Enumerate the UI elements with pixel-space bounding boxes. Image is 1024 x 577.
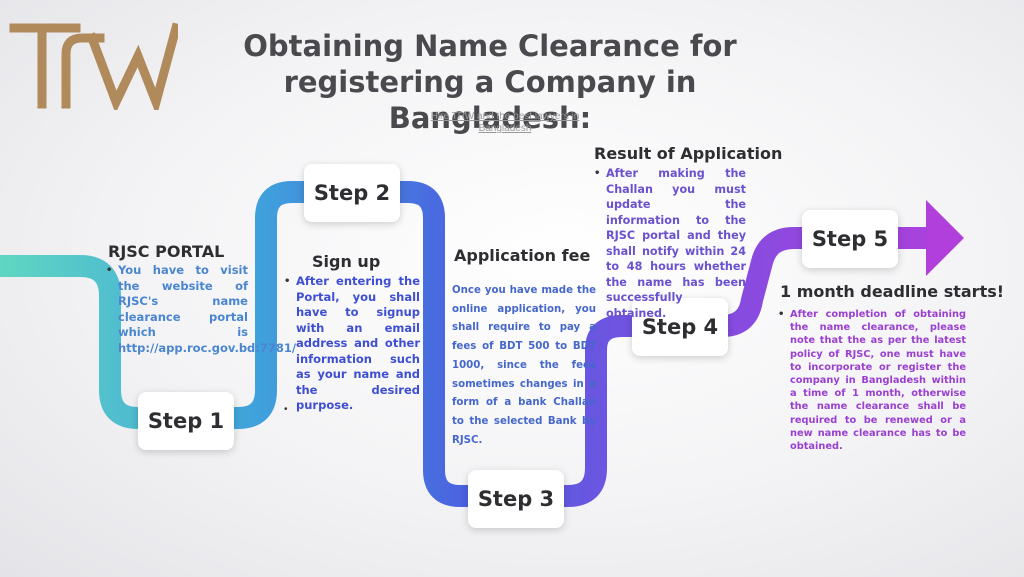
step-5-description: After completion of obtaining the name c…: [778, 308, 966, 453]
step-1-description: You have to visit the website of RJSC's …: [106, 263, 296, 356]
step-3-description: Once you have made the online applicatio…: [452, 282, 596, 450]
step-3-text: Once you have made the online applicatio…: [452, 285, 596, 446]
step-4-heading: Result of Application: [594, 144, 783, 163]
page-title: Obtaining Name Clearance for registering…: [180, 28, 800, 136]
step-5-text: After completion of obtaining the name c…: [778, 308, 966, 453]
step-5-box: Step 5: [802, 210, 898, 268]
subtitle-link[interactable]: Hire TRW and the best lawyers in Banglad…: [430, 111, 580, 134]
flow-arrowhead: [926, 200, 964, 276]
title-line-2: registering a Company in Bangladesh:: [283, 65, 697, 135]
step-3-heading: Application fee: [454, 246, 591, 265]
step-1-box: Step 1: [138, 392, 234, 450]
step-2-text: After entering the Portal, you shall hav…: [284, 274, 420, 414]
step-3-box: Step 3: [468, 470, 564, 528]
step-4-description: After making the Challan you must update…: [594, 166, 746, 321]
flow-path: [0, 181, 930, 507]
title-line-1: Obtaining Name Clearance for: [243, 29, 737, 63]
step-2-description: After entering the Portal, you shall hav…: [284, 274, 420, 414]
step-2-heading: Sign up: [312, 252, 381, 271]
step-1-text: You have to visit the website of RJSC's …: [106, 263, 296, 356]
step-5-heading: 1 month deadline starts!: [780, 282, 1005, 301]
step-2-box: Step 2: [304, 164, 400, 222]
empty-bullet: •: [284, 404, 288, 415]
step-1-heading: RJSC PORTAL: [108, 242, 225, 261]
step-4-text: After making the Challan you must update…: [594, 166, 746, 321]
trw-logo: [9, 22, 178, 110]
